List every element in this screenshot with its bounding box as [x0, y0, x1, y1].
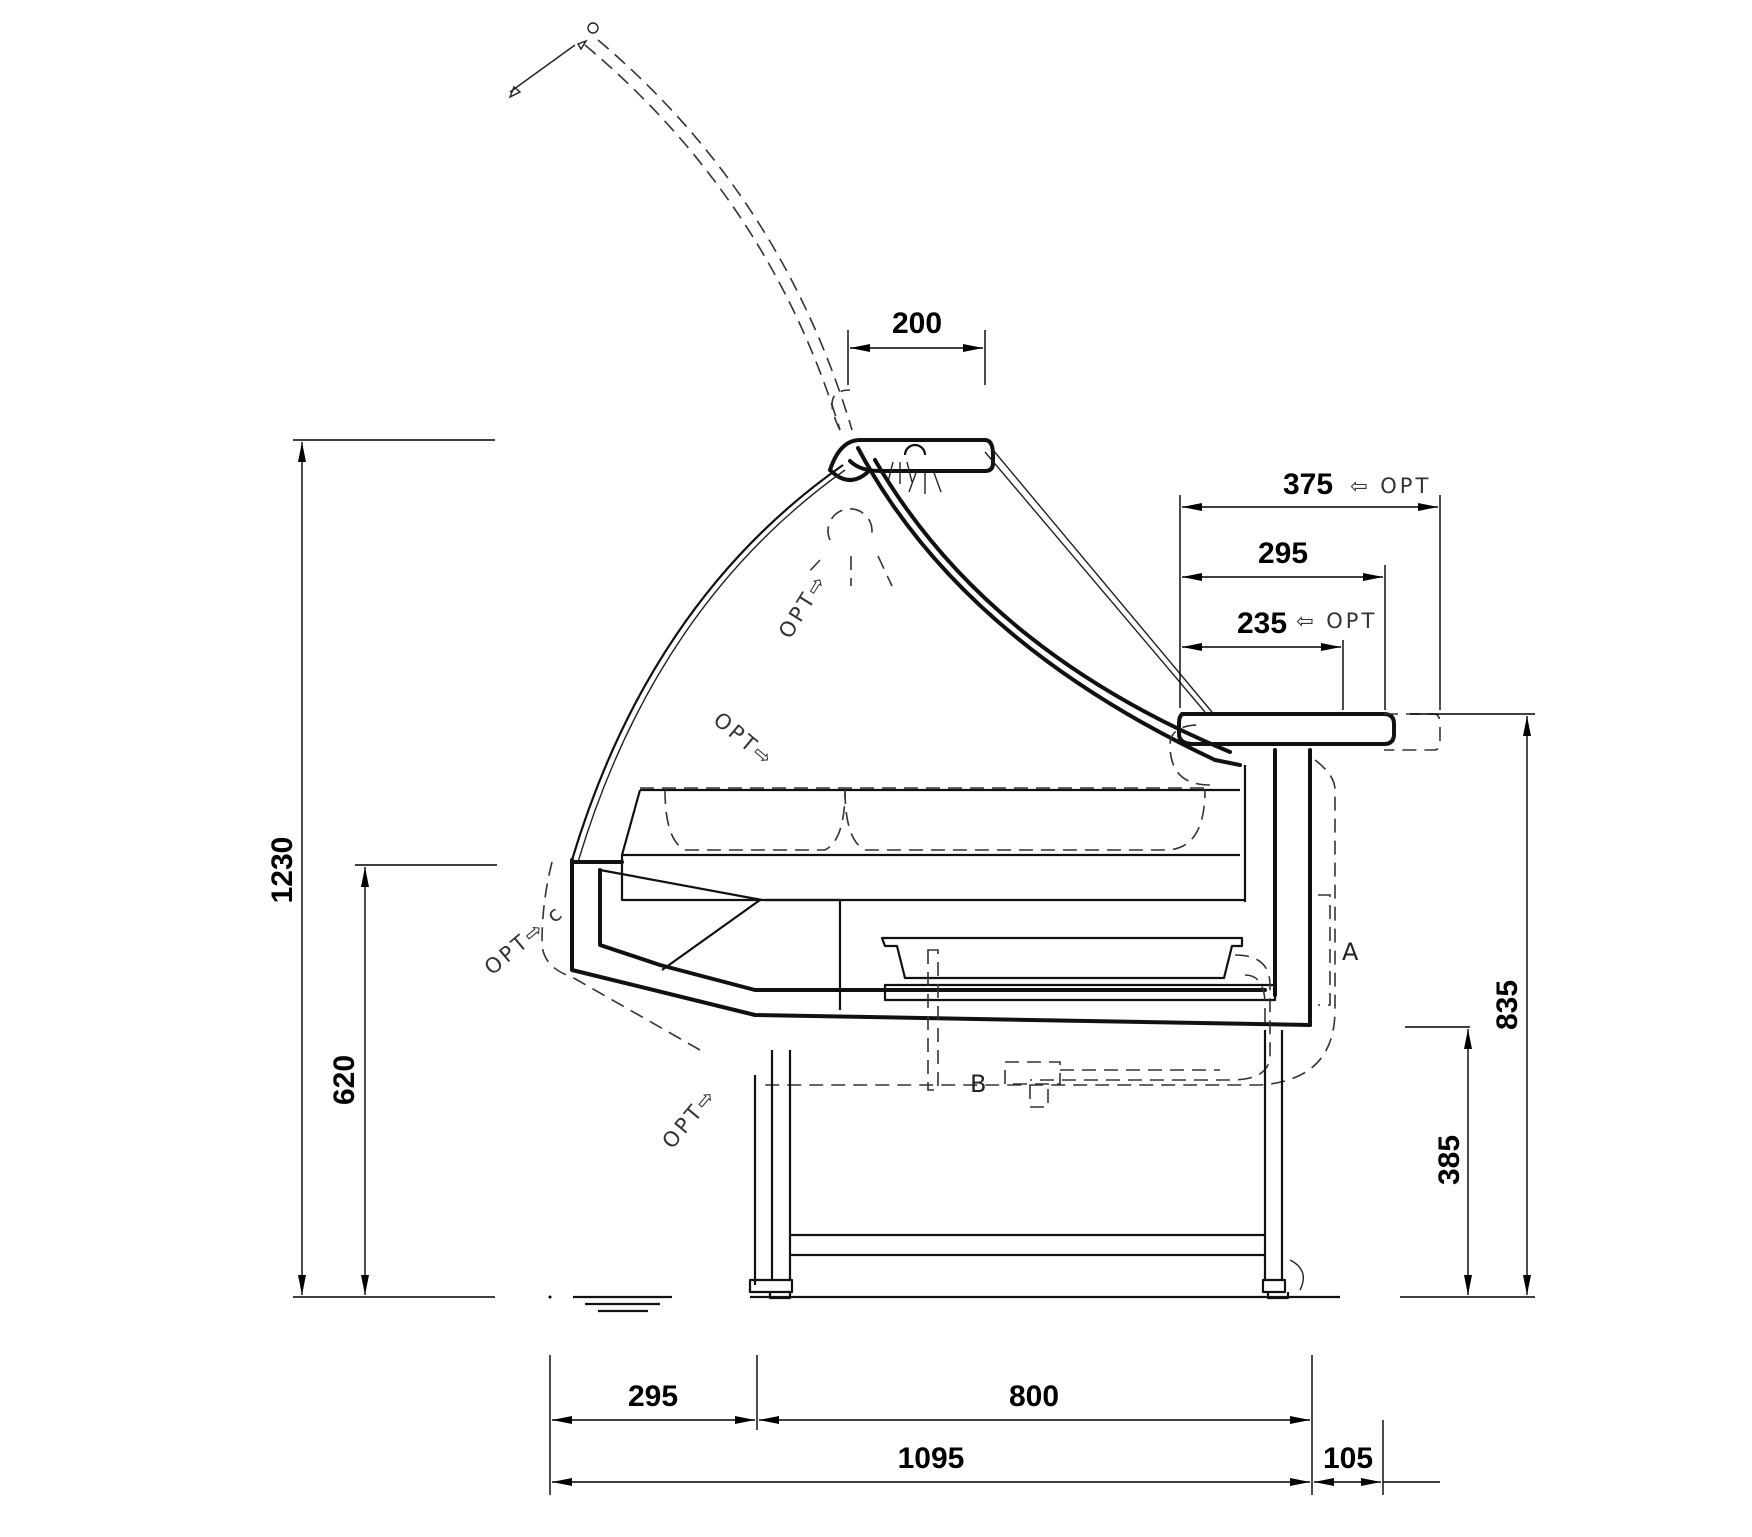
extension-lines [293, 330, 1535, 1495]
dim-375: 375 [1283, 468, 1333, 501]
canopy-top [828, 438, 995, 494]
rear-profile-dashed [760, 759, 1336, 1086]
rear-glass [984, 449, 1213, 713]
dim-105: 105 [1323, 1442, 1373, 1475]
hinge-pin-icon [587, 22, 599, 34]
point-a-label: A [1342, 938, 1359, 966]
tub-body [570, 748, 1312, 1027]
front-glass-curve [570, 464, 844, 861]
point-a-bracket [1318, 894, 1331, 1006]
dim-620: 620 [328, 1055, 361, 1105]
front-profile-dashed [541, 861, 701, 1051]
dim-200: 200 [892, 307, 942, 340]
dim-385: 385 [1433, 1135, 1466, 1185]
optional-lamp-dashed [805, 508, 893, 587]
canopy-lamp-icon [903, 443, 927, 456]
opt-lamp-label: OPT⇨ [774, 569, 832, 642]
point-b-label: B [970, 1070, 986, 1098]
opt-bottom-label: OPT⇨ [657, 1083, 721, 1153]
dim-1095: 1095 [898, 1442, 965, 1475]
drain-b-dashed [927, 949, 1220, 1108]
dim-295-bottom: 295 [628, 1380, 678, 1413]
opt-235-label: ⇦ OPT [1296, 609, 1377, 633]
dim-235: 235 [1237, 607, 1287, 640]
lower-tray [880, 936, 1277, 1081]
dim-800: 800 [1009, 1380, 1059, 1413]
canopy-back-profile [856, 446, 1242, 767]
rear-shelf [1177, 712, 1441, 751]
lid-hinge-arrows [508, 22, 599, 99]
dim-1230: 1230 [266, 837, 299, 904]
open-lid-arc [509, 39, 853, 431]
dim-295-top: 295 [1258, 537, 1308, 570]
floor-line [548, 1295, 1340, 1313]
dim-835: 835 [1491, 980, 1524, 1030]
support-legs [748, 1030, 1304, 1300]
opt-375-label: ⇦ OPT [1350, 474, 1431, 498]
opt-shelf-label: OPT⇨ [709, 707, 779, 771]
upper-display-deck [620, 724, 1245, 902]
